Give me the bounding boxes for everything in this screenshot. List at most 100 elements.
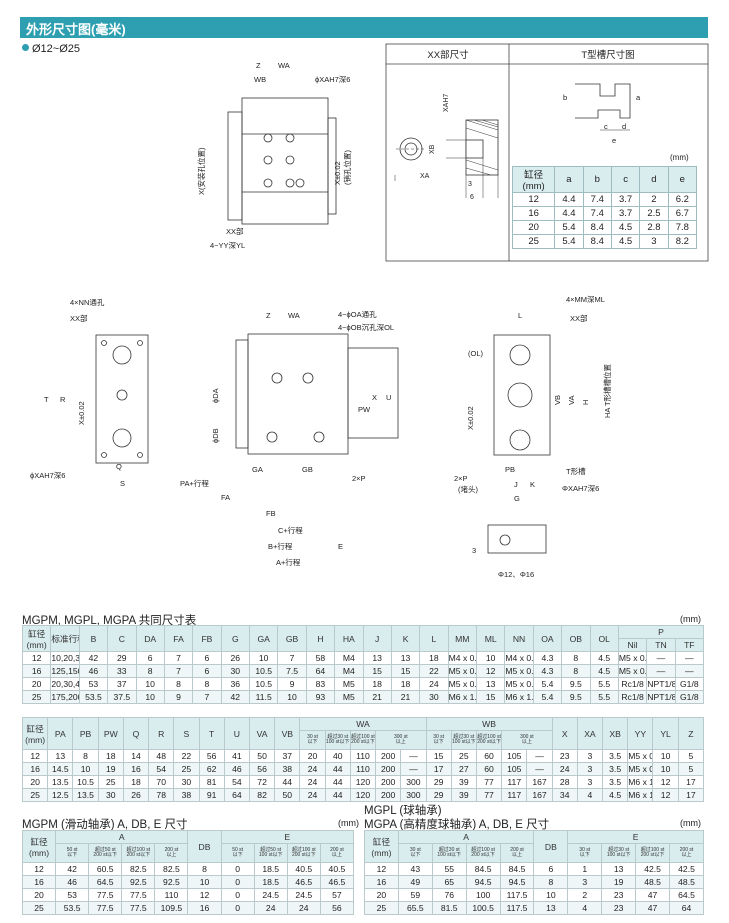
table-cell: 83: [305, 677, 336, 691]
xa-label: XA: [420, 173, 430, 180]
svg-text:G: G: [514, 494, 520, 503]
table-header-cell: TN: [646, 638, 676, 652]
table-cell: 24.5: [286, 888, 321, 902]
table-cell: 39: [450, 775, 477, 789]
table-cell: 41: [223, 749, 250, 763]
table-cell: 16: [364, 875, 399, 889]
svg-text:2×P: 2×P: [454, 474, 468, 483]
table-cell: 20,30,40,50,75,100,125,150: [50, 677, 80, 691]
table-cell: 10: [652, 762, 679, 776]
table-cell: 53: [78, 677, 109, 691]
table-cell: 12: [511, 192, 556, 207]
table-header-cell: K: [390, 625, 421, 652]
table-cell: 2.5: [639, 206, 669, 221]
table-cell: 125,150,175,200,250: [50, 664, 80, 678]
svg-text:X±0.02: X±0.02: [77, 401, 86, 425]
section-title-bar: 外形尺寸图(毫米): [20, 17, 708, 37]
table-cell: 18: [419, 651, 449, 665]
table-cell: 15: [425, 749, 452, 763]
table-cell: 64: [669, 901, 704, 915]
table-header-cell: S: [173, 717, 200, 750]
table-cell: 46: [223, 762, 250, 776]
table-cell: 10: [187, 875, 222, 889]
svg-text:X(安装孔位置): X(安装孔位置): [196, 147, 206, 195]
table-cell: 3.7: [610, 206, 641, 221]
table-cell: 65: [431, 875, 467, 889]
svg-text:(堵头): (堵头): [458, 484, 478, 494]
table-cell: 21: [362, 690, 392, 704]
table-cell: M6 x 1.0: [627, 788, 654, 802]
table-cell: 24.5: [253, 888, 288, 902]
table-cell: 2.8: [639, 220, 669, 235]
table-cell: 12: [21, 749, 49, 763]
table-cell: 24: [551, 762, 578, 776]
table-cell: 25: [97, 775, 124, 789]
table-cell: M5 x 0.8: [617, 651, 648, 665]
table-header-cell: c: [610, 166, 641, 193]
svg-text:XX部: XX部: [570, 313, 588, 323]
table-cell: 2: [639, 192, 669, 207]
table-cell: 117: [501, 775, 528, 789]
table-cell: 4.3: [532, 664, 563, 678]
table-cell: 10.5: [248, 664, 279, 678]
table-cell: 117: [501, 788, 528, 802]
table-cell: 14.5: [47, 762, 74, 776]
table-cell: 15: [390, 664, 421, 678]
table-cell: 81: [198, 775, 225, 789]
svg-text:U: U: [386, 393, 391, 402]
table-cell: 20: [21, 677, 52, 691]
table-cell: 9.5: [561, 690, 591, 704]
table-header-cell: YY: [627, 717, 654, 750]
svg-text:WA: WA: [278, 61, 290, 70]
table-cell: 77.5: [88, 901, 123, 915]
table-header-cell: XA: [576, 717, 604, 750]
table-cell: 10: [652, 749, 679, 763]
table-cell: 36: [220, 677, 251, 691]
table-cell: Rc1/8: [617, 690, 648, 704]
table-cell: 20: [364, 888, 399, 902]
table-cell: 54: [148, 762, 175, 776]
table-cell: 3: [576, 749, 604, 763]
table-cell: 42.5: [669, 862, 704, 876]
table-cell: 4.4: [554, 206, 584, 221]
table-cell: 3.5: [602, 749, 629, 763]
table-cell: 6: [135, 651, 165, 665]
table-cell: 4.5: [589, 651, 619, 665]
table-cell: 17: [425, 762, 452, 776]
table-cell: 8: [72, 749, 99, 763]
table-cell: 48.5: [669, 875, 704, 889]
table-cell: 12: [652, 775, 679, 789]
table-cell: 110: [349, 749, 377, 763]
table-cell: 4.5: [610, 234, 641, 249]
table-cell: 40: [324, 749, 351, 763]
table-cell: 44: [324, 775, 351, 789]
table-cell: G1/8: [674, 677, 705, 691]
table-header-cell: G: [220, 625, 251, 652]
table-cell: 10,20,30,40,50,75,100: [50, 651, 80, 665]
svg-text:PB: PB: [505, 465, 515, 474]
front-view-drawing: [95, 334, 149, 464]
tslot-drawing: [575, 83, 631, 131]
section-title: 外形尺寸图(毫米): [26, 22, 126, 37]
svg-text:ϕXAH7深6: ϕXAH7深6: [30, 471, 65, 480]
table-cell: 25: [21, 901, 57, 915]
table-cell: M5 x 0.8: [627, 749, 654, 763]
table-cell: 65.5: [397, 901, 433, 915]
table-cell: M4: [334, 651, 364, 665]
table-cell: 82.5: [154, 862, 189, 876]
table-cell: Rc1/8: [617, 677, 648, 691]
table-cell: 117.5: [499, 888, 535, 902]
table-header-cell: DB: [187, 830, 222, 863]
common-dimension-table: 缸径(mm)标准行程 (mm)BCDAFAFBGGAGBHHAJKLMMMLNN…: [21, 625, 705, 704]
table-header-cell: E: [220, 830, 355, 844]
table-cell: 5.4: [554, 220, 584, 235]
table-header-cell: GB: [277, 625, 307, 652]
